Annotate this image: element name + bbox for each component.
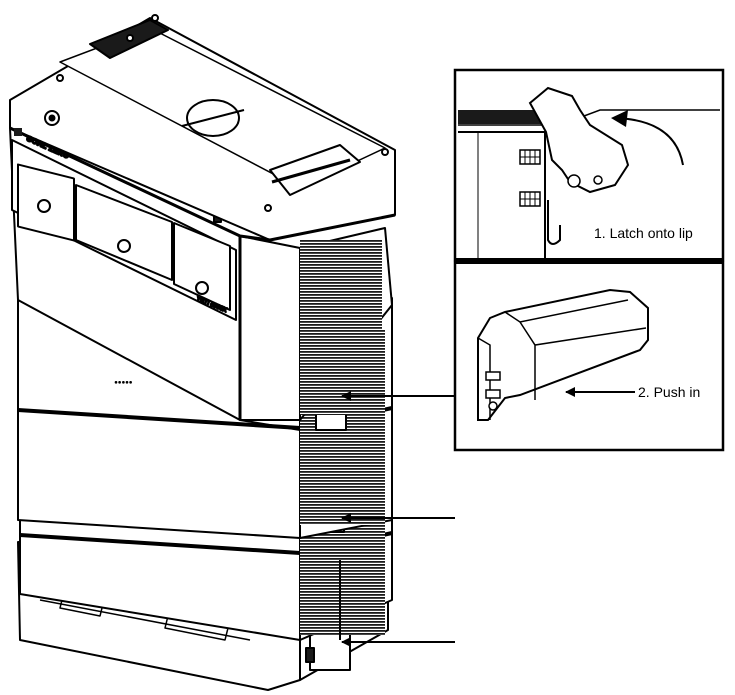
port-icon	[37, 199, 51, 213]
power-station-stack: · · · · · · · · · ·	[9, 14, 396, 691]
callout-push-detail: 2. Push in	[453, 258, 725, 452]
svg-text:· · · · ·: · · · · ·	[115, 380, 132, 386]
latch-hook	[528, 86, 630, 194]
output-port-panel-right	[173, 222, 231, 311]
goal-zero-logo-icon	[14, 128, 22, 136]
callout-latch-detail: 1. Latch onto lip	[453, 68, 725, 262]
port-icon	[117, 239, 131, 253]
yeti-power-unit	[9, 14, 396, 431]
output-port-panel-center	[75, 184, 173, 281]
step2-label: 2. Push in	[638, 384, 700, 400]
pointer-arrows	[341, 391, 455, 647]
port-icon	[195, 281, 209, 295]
step1-label: 1. Latch onto lip	[594, 225, 693, 241]
